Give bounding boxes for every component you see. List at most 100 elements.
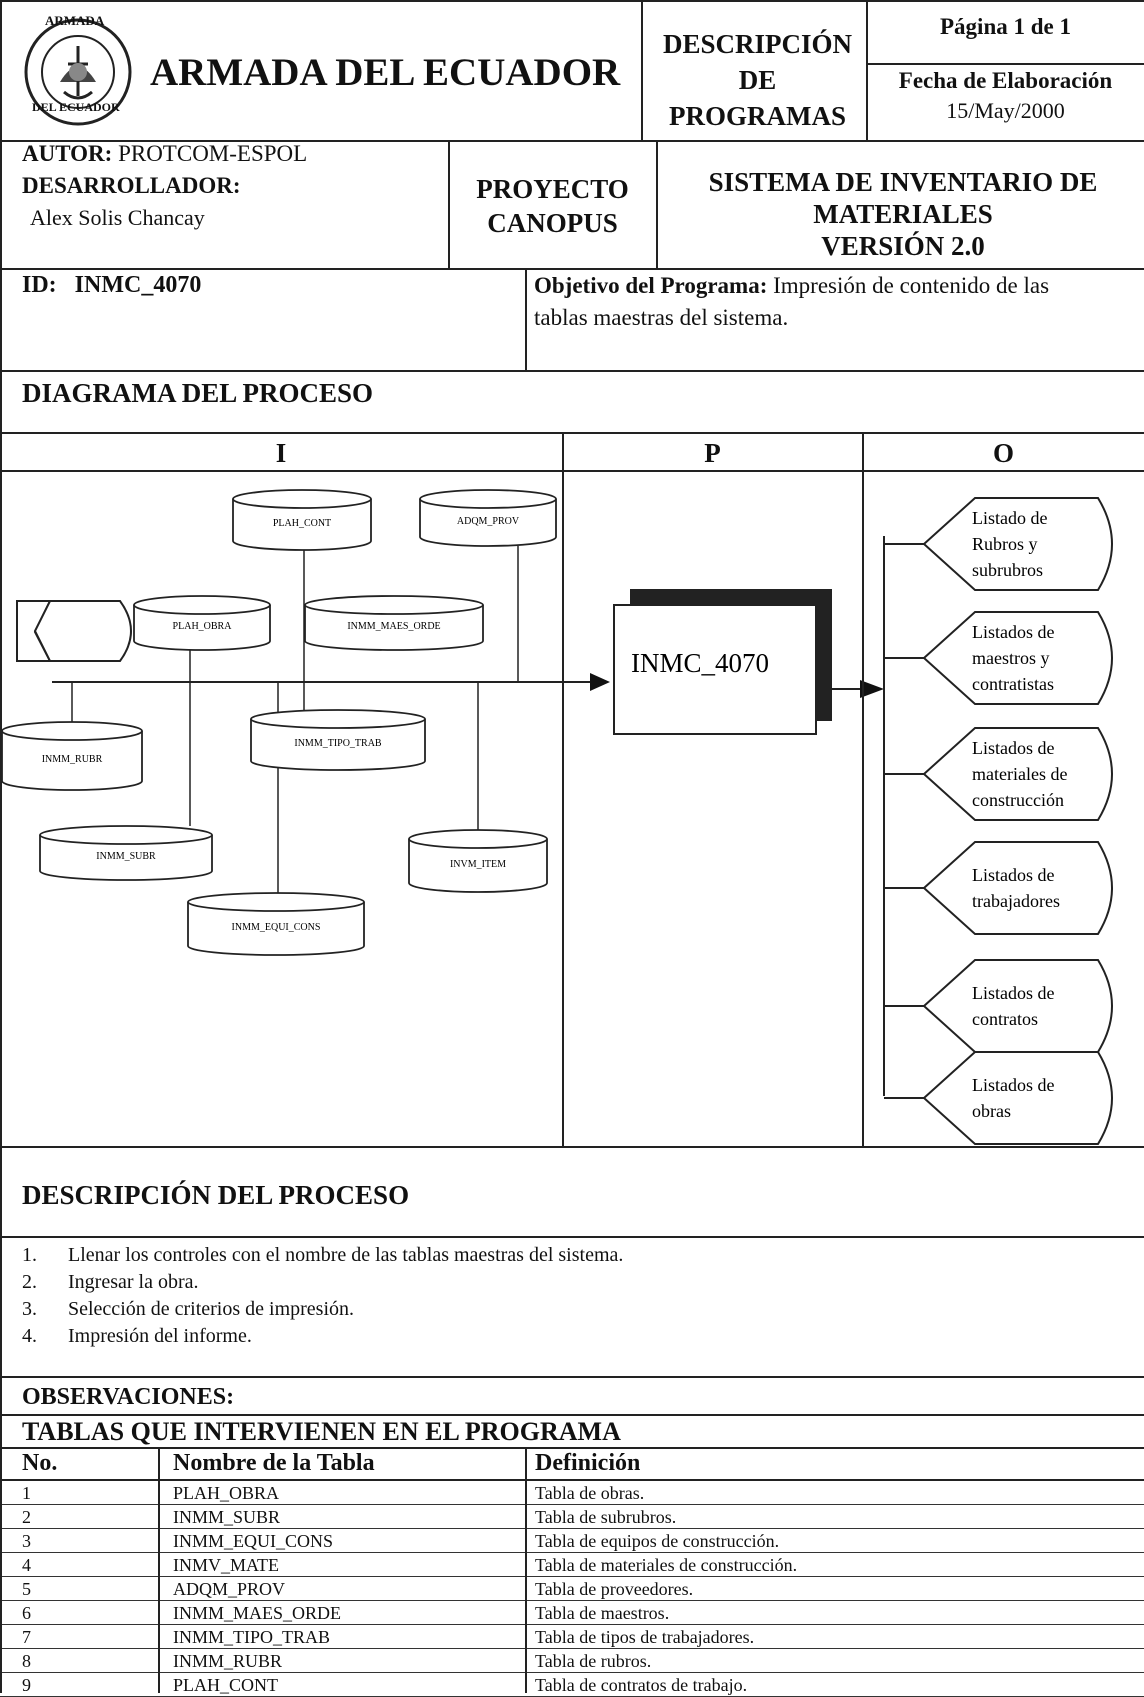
objective-text: tablas maestras del sistema. xyxy=(534,305,789,330)
step-text: Selección de criterios de impresión. xyxy=(68,1298,355,1320)
row-divider xyxy=(0,1528,1144,1529)
table-cell-name: ADQM_PROV xyxy=(173,1579,286,1599)
table-cell-def: Tabla de subrubros. xyxy=(535,1507,677,1527)
table-cylinder-inmm-subr: INMM_SUBR xyxy=(39,825,213,881)
output-document-label: Listados de xyxy=(972,738,1055,758)
organization-name: ARMADA DEL ECUADOR xyxy=(150,51,621,94)
rule xyxy=(862,432,864,1146)
row-divider xyxy=(0,1600,1144,1601)
table-cell-def: Tabla de materiales de construcción. xyxy=(535,1555,798,1575)
rule xyxy=(0,1414,1144,1416)
rule xyxy=(656,140,658,268)
output-document-label: maestros y xyxy=(972,648,1049,668)
output-document-label: Listados de xyxy=(972,1075,1055,1095)
table-row: 6 INMM_MAES_ORDE Tabla de maestros. xyxy=(0,1601,1144,1625)
seal-text-bottom: DEL ECUADOR xyxy=(32,100,120,114)
table-cylinder-label: INMM_EQUI_CONS xyxy=(232,922,321,933)
table-cell-no: 1 xyxy=(22,1483,31,1503)
table-cell-no: 8 xyxy=(22,1651,31,1671)
system-line: MATERIALES xyxy=(813,199,993,229)
header-no: No. xyxy=(22,1450,58,1476)
rule xyxy=(0,432,1144,434)
rule xyxy=(448,140,450,268)
output-arrow xyxy=(860,680,884,698)
table-cell-no: 5 xyxy=(22,1579,31,1599)
program-id: ID: INMC_4070 xyxy=(22,272,201,299)
table-cell-name: INMM_SUBR xyxy=(173,1507,281,1527)
table-cell-def: Tabla de tipos de trabajadores. xyxy=(535,1627,755,1647)
page-number: Página 1 de 1 xyxy=(940,14,1071,39)
display-shape xyxy=(33,600,132,662)
table-cell-def: Tabla de proveedores. xyxy=(535,1579,694,1599)
table-cell-no: 6 xyxy=(22,1603,31,1623)
table-cell-def: Tabla de maestros. xyxy=(535,1603,670,1623)
rule xyxy=(866,0,868,140)
table-cylinder-label: INVM_ITEM xyxy=(450,859,506,870)
step-item: 1. Llenar los controles con el nombre de … xyxy=(22,1242,623,1269)
objective-label: Objetivo del Programa: xyxy=(534,273,768,298)
table-cell-def: Tabla de obras. xyxy=(535,1483,645,1503)
table-cylinder-inmm-rubr: INMM_RUBR xyxy=(1,721,143,791)
column-output-header: O xyxy=(992,438,1014,468)
rule xyxy=(158,1447,160,1693)
table-cell-name: INMM_MAES_ORDE xyxy=(173,1603,342,1623)
rule xyxy=(0,0,1144,2)
table-cell-name: INMM_RUBR xyxy=(173,1651,283,1671)
table-cell-no: 9 xyxy=(22,1675,31,1695)
output-document-label: contratos xyxy=(972,1009,1038,1029)
rule xyxy=(0,268,1144,270)
step-number: 1. xyxy=(22,1244,37,1266)
row-divider xyxy=(0,1552,1144,1553)
table-cylinder-label: PLAH_CONT xyxy=(273,518,331,529)
developer-label: DESARROLLADOR: xyxy=(22,173,241,198)
step-text: Llenar los controles con el nombre de la… xyxy=(68,1244,624,1266)
output-document-label: Listados de xyxy=(972,622,1055,642)
system-name: SISTEMA DE INVENTARIO DE MATERIALES VERS… xyxy=(662,166,1144,262)
process-box xyxy=(613,604,817,735)
flow-arrow xyxy=(590,673,610,691)
doc-type: DESCRIPCIÓN DE PROGRAMAS xyxy=(650,26,865,134)
output-document-label: Listados de xyxy=(972,865,1055,885)
rule xyxy=(0,140,1144,142)
rule xyxy=(525,1447,527,1693)
program-objective: Objetivo del Programa: Impresión de cont… xyxy=(534,270,1144,334)
rule xyxy=(641,0,643,140)
step-item: 2.Ingresar la obra. xyxy=(22,1269,623,1296)
output-document-4: Listados de trabajadores xyxy=(884,841,1113,935)
step-item: 4.Impresión del informe. xyxy=(22,1323,623,1350)
step-number: 3. xyxy=(22,1298,37,1320)
table-cell-no: 3 xyxy=(22,1531,31,1551)
table-cell-no: 2 xyxy=(22,1507,31,1527)
rule xyxy=(0,370,1144,372)
table-cell-no: 7 xyxy=(22,1627,31,1647)
tables-section-title: TABLAS QUE INTERVIENEN EN EL PROGRAMA xyxy=(22,1417,621,1446)
observations-label: OBSERVACIONES: xyxy=(22,1384,235,1410)
project-name: PROYECTO CANOPUS xyxy=(450,172,655,240)
project-line: CANOPUS xyxy=(487,208,618,238)
output-document-label: Listado de xyxy=(972,508,1047,528)
author-line: AUTOR: PROTCOM-ESPOL xyxy=(22,140,307,168)
rule xyxy=(0,1146,1144,1148)
author-label: AUTOR: xyxy=(22,141,113,166)
table-row: 2 INMM_SUBR Tabla de subrubros. xyxy=(0,1505,1144,1529)
process-steps: 1. Llenar los controles con el nombre de … xyxy=(22,1242,623,1350)
rule xyxy=(0,1479,1144,1481)
doc-type-line: PROGRAMAS xyxy=(669,101,846,131)
table-cylinder-label: INMM_TIPO_TRAB xyxy=(294,738,382,749)
table-row: 5 ADQM_PROV Tabla de proveedores. xyxy=(0,1577,1144,1601)
rule xyxy=(0,0,2,1693)
rule xyxy=(868,63,1144,65)
date-value: 15/May/2000 xyxy=(946,98,1065,123)
table-cell-name: PLAH_CONT xyxy=(173,1675,279,1695)
table-cell-name: INMM_EQUI_CONS xyxy=(173,1531,334,1551)
output-document-label: trabajadores xyxy=(972,891,1060,911)
seal-text-top: ARMADA xyxy=(45,13,105,28)
